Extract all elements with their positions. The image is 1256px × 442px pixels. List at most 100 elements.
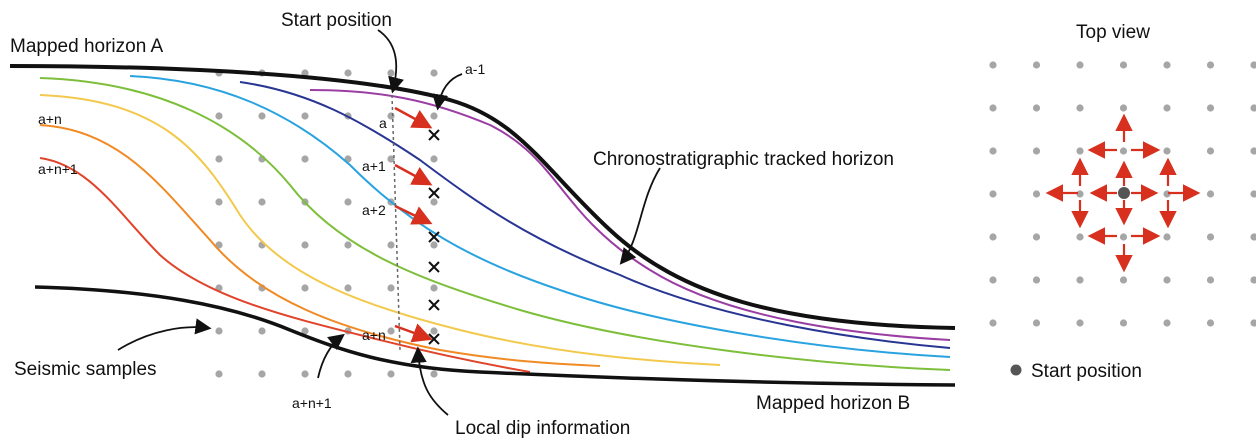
- red-arrow-icon: [394, 323, 433, 343]
- sample-dot: [1119, 61, 1128, 69]
- sample-dot: [301, 284, 309, 292]
- x-cross-icon: [428, 333, 440, 345]
- sample-dot: [1032, 61, 1041, 69]
- track-markers: [428, 129, 440, 345]
- x-cross-icon: [428, 129, 440, 141]
- sample-dot: [1250, 104, 1256, 112]
- sample-dot: [387, 69, 395, 77]
- sample-dot: [1206, 104, 1215, 112]
- sample-dot: [1163, 276, 1171, 284]
- sample-dot: [387, 155, 395, 163]
- tracked-horizon-yellow: [39, 94, 721, 366]
- sample-dot: [1206, 147, 1215, 155]
- a-plus-n-plus-1-bottom-label: a+n+1: [292, 395, 332, 411]
- sample-dot: [258, 112, 266, 120]
- tracked-horizon-navy: [239, 81, 951, 349]
- sample-dot: [301, 155, 309, 163]
- top-view-panel: Top view Start position: [989, 22, 1256, 382]
- sample-dot: [1119, 104, 1128, 112]
- legend-start-position-label: Start position: [1031, 361, 1142, 382]
- seismic-samples-label: Seismic samples: [14, 359, 157, 380]
- sample-dot: [1250, 319, 1256, 327]
- sample-dot: [430, 155, 438, 163]
- a-label: a: [379, 115, 387, 131]
- sample-dot: [344, 370, 352, 378]
- sample-dot: [989, 319, 997, 327]
- local-dip-pointer: [410, 346, 449, 416]
- sample-dot: [1119, 233, 1128, 241]
- dip-arrows: [394, 106, 433, 343]
- sample-dot: [1119, 147, 1128, 155]
- top-view-sample-grid: [989, 61, 1256, 327]
- sample-dot: [430, 327, 438, 335]
- x-cross-icon: [428, 261, 440, 273]
- sample-dot: [387, 327, 395, 335]
- sample-dot: [1250, 233, 1256, 241]
- a-plus-1-label: a+1: [362, 158, 386, 174]
- a-plus-n-inner-label: a+n: [362, 327, 386, 343]
- x-cross-icon: [428, 299, 440, 311]
- sample-dot: [1032, 104, 1041, 112]
- sample-dot: [430, 284, 438, 292]
- sample-dot: [1076, 276, 1084, 284]
- sample-dot: [215, 112, 223, 120]
- sample-dot: [1250, 276, 1256, 284]
- sample-dot: [1076, 61, 1084, 69]
- x-cross-icon: [428, 231, 440, 243]
- sample-dot: [344, 198, 352, 206]
- seismic-samples-pointer: [117, 318, 212, 351]
- red-arrow-icon: [394, 106, 433, 129]
- sample-dot: [989, 61, 997, 69]
- tracked-horizon-green: [39, 77, 951, 371]
- tracked-horizons: [39, 75, 951, 373]
- mapped-horizon-b-label: Mapped horizon B: [756, 393, 910, 414]
- sample-dot: [258, 327, 266, 335]
- sample-dot: [215, 327, 223, 335]
- sample-dot: [1206, 190, 1215, 198]
- sample-dot: [1206, 233, 1215, 241]
- sample-dot: [1163, 147, 1171, 155]
- sample-dot: [989, 276, 997, 284]
- a-plus-n-label: a+n: [38, 111, 62, 127]
- sample-dot: [301, 112, 309, 120]
- local-dip-information-label: Local dip information: [455, 418, 630, 439]
- sample-dot: [215, 155, 223, 163]
- sample-dot: [215, 370, 223, 378]
- a-plus-n-plus-1-label: a+n+1: [38, 161, 78, 177]
- sample-dot: [1250, 147, 1256, 155]
- seismic-sample-grid: [215, 69, 438, 378]
- sample-dot: [430, 69, 438, 77]
- sample-dot: [1119, 319, 1128, 327]
- sample-dot: [1250, 61, 1256, 69]
- sample-dot: [1163, 61, 1171, 69]
- sample-dot: [301, 241, 309, 249]
- sample-dot: [1076, 104, 1084, 112]
- sample-dot: [387, 241, 395, 249]
- tracked-horizon-blue: [129, 75, 951, 358]
- a-minus-1-pointer: [432, 73, 463, 111]
- sample-dot: [1076, 190, 1084, 198]
- start-position-label: Start position: [281, 10, 392, 31]
- sample-dot: [344, 69, 352, 77]
- sample-dot: [989, 147, 997, 155]
- sample-dot: [215, 198, 223, 206]
- sample-dot: [1206, 61, 1215, 69]
- a-plus-2-label: a+2: [362, 202, 386, 218]
- chrono-horizon-pointer: [619, 167, 661, 265]
- top-view-arrows: [1045, 113, 1201, 273]
- sample-dot: [1206, 276, 1215, 284]
- sample-dot: [1032, 190, 1041, 198]
- start-position-pointer: [377, 29, 404, 94]
- sample-dot: [1076, 319, 1084, 327]
- sample-dot: [1119, 276, 1128, 284]
- start-trace-dashed-line: [391, 94, 401, 351]
- mapped-horizon-a-line: [9, 64, 956, 330]
- sample-dot: [344, 241, 352, 249]
- start-position-dot: [1118, 187, 1130, 199]
- tracked-horizon-purple: [309, 89, 951, 341]
- sample-dot: [387, 370, 395, 378]
- sample-dot: [1032, 319, 1041, 327]
- red-arrow-icon: [394, 204, 433, 225]
- sample-dot: [387, 284, 395, 292]
